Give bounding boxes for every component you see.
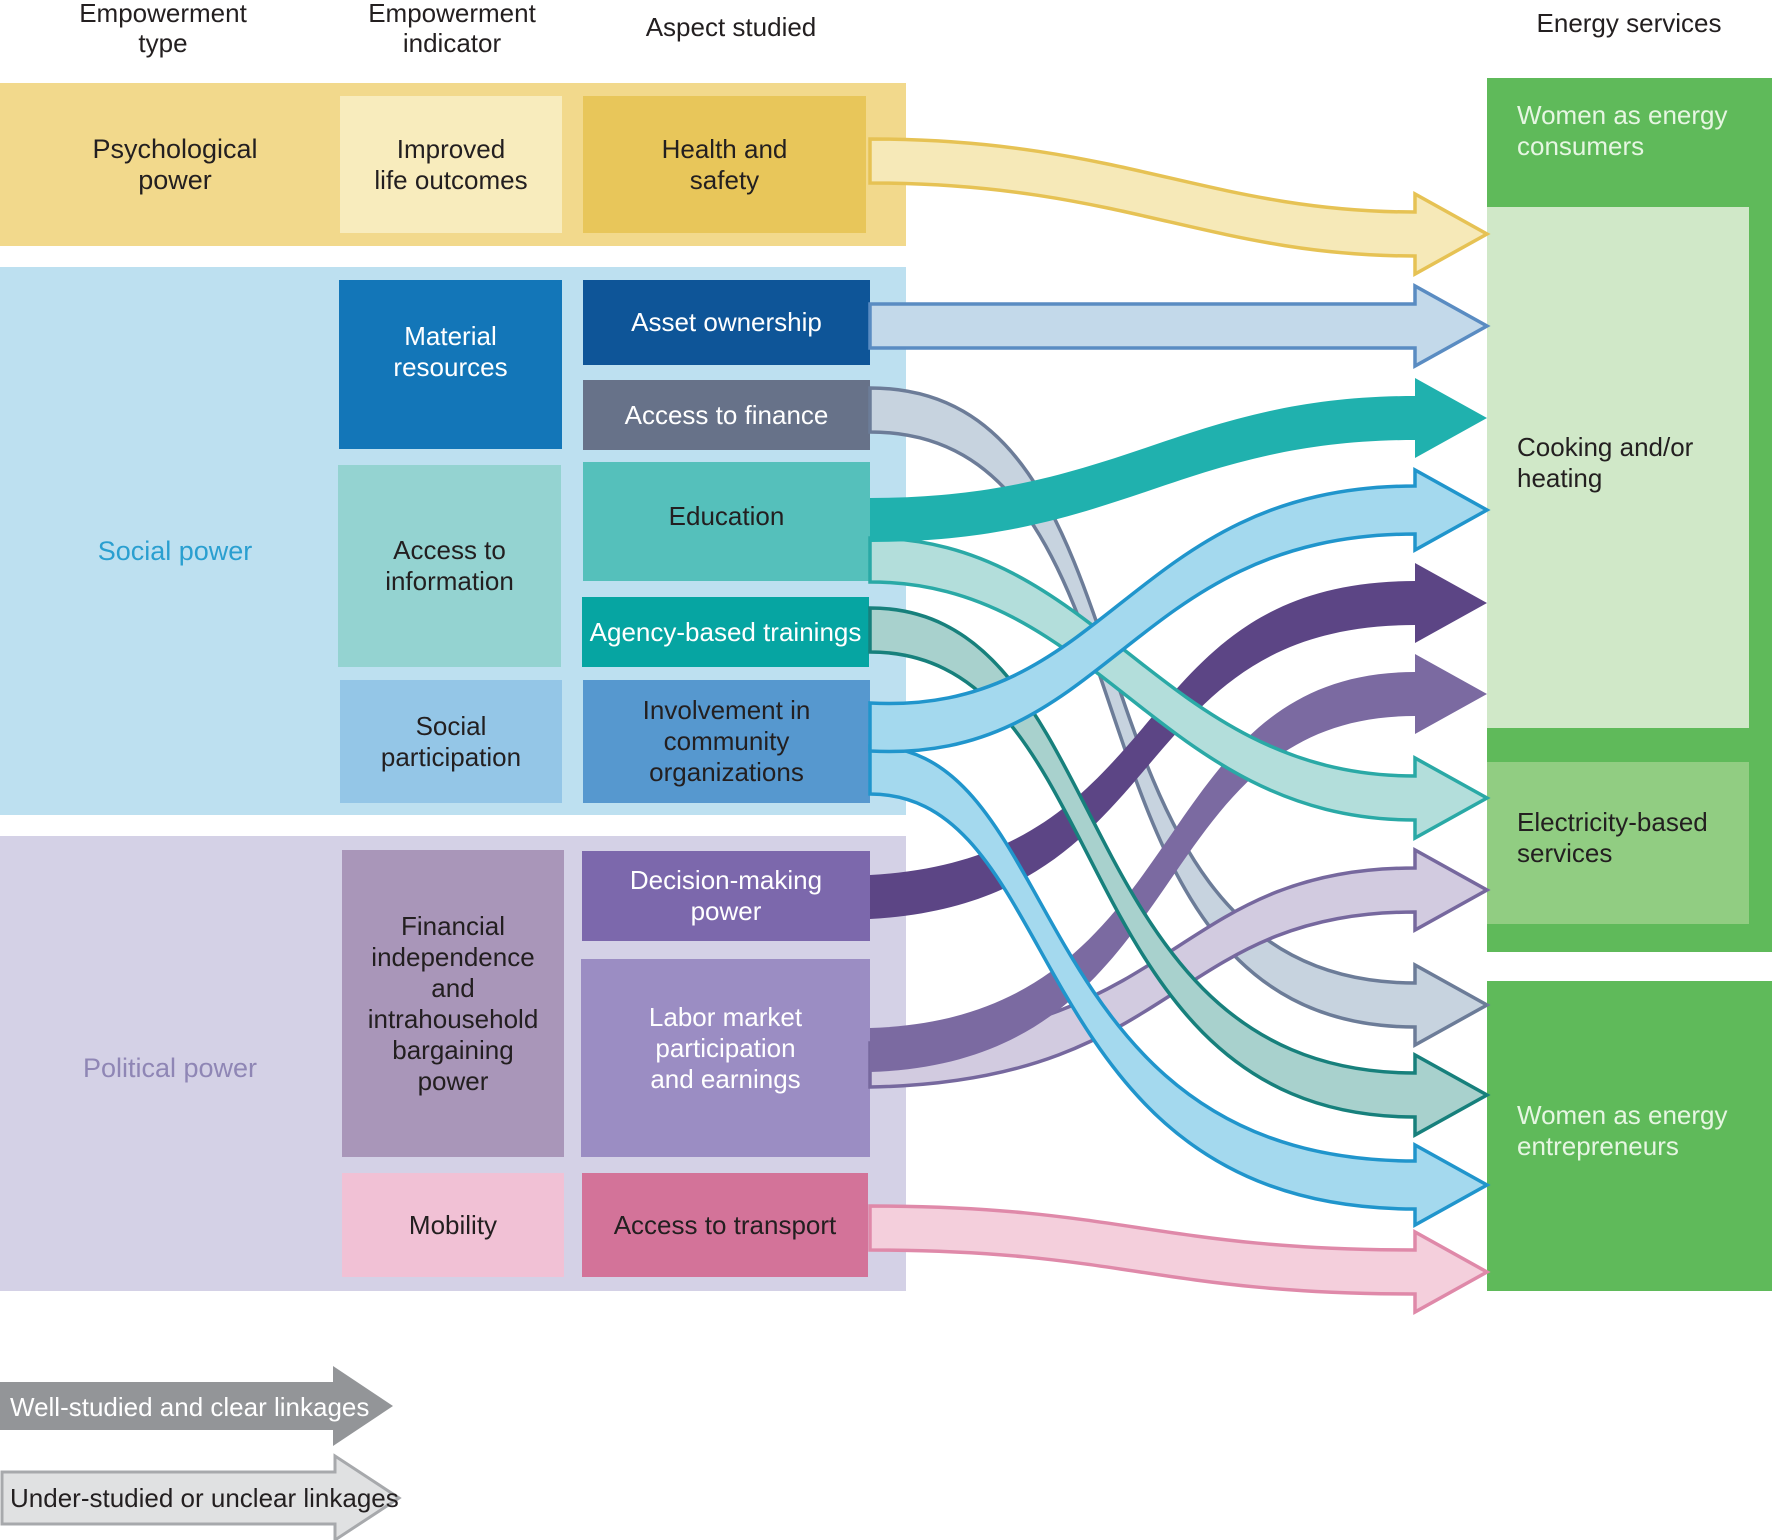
linkage-arrow-agency-trainings-to-entrepreneurs bbox=[868, 606, 1491, 1138]
legend-well-studied-arrow bbox=[0, 1366, 393, 1446]
linkage-arrow-asset-ownership-to-cooking bbox=[868, 283, 1491, 369]
indicator-access-to-information: Access to information bbox=[338, 465, 561, 667]
service-women-as-entrepreneurs bbox=[1487, 981, 1772, 1291]
header-aspect-studied: Aspect studied bbox=[645, 12, 817, 42]
legend-under-studied-label: Under-studied or unclear linkages bbox=[10, 1483, 399, 1513]
linkage-arrow-decision-making-to-cooking bbox=[870, 563, 1487, 919]
aspect-health-and-safety: Health and safety bbox=[583, 96, 866, 233]
aspect-access-to-transport: Access to transport bbox=[582, 1173, 868, 1277]
legend bbox=[0, 1366, 402, 1540]
aspect-labor-market-participation: Labor market participation and earnings bbox=[581, 959, 870, 1157]
aspect-education: Education bbox=[583, 462, 870, 581]
header-empowerment-indicator: Empowerment indicator bbox=[368, 0, 536, 58]
label-cooking-heating: Cooking and/or heating bbox=[1517, 432, 1694, 493]
linkage-arrow-education-to-cooking bbox=[870, 378, 1487, 542]
linkage-arrow-community-orgs-to-entrepreneurs bbox=[868, 744, 1491, 1228]
type-label-psychological-power: Psychological power bbox=[92, 133, 258, 195]
type-label-social-power: Social power bbox=[97, 535, 253, 566]
linkage-arrow-access-finance-to-entrepreneurs bbox=[868, 386, 1491, 1048]
type-label-political-power: Political power bbox=[82, 1053, 258, 1083]
indicator-financial-independence: Financial independence and intrahousehol… bbox=[342, 850, 564, 1157]
aspect-decision-making-power: Decision-making power bbox=[582, 851, 870, 941]
aspect-agency-based-trainings: Agency-based trainings bbox=[582, 597, 869, 667]
indicator-improved-life-outcomes: Improved life outcomes bbox=[340, 96, 562, 233]
legend-under-studied-arrow bbox=[0, 1453, 402, 1540]
linkage-arrow-community-orgs-to-cooking bbox=[868, 467, 1491, 754]
aspect-asset-ownership: Asset ownership bbox=[583, 280, 870, 365]
legend-well-studied-label: Well-studied and clear linkages bbox=[10, 1392, 370, 1422]
label-electricity-based: Electricity-based services bbox=[1517, 807, 1708, 868]
linkage-arrow-health-safety-to-cooking bbox=[868, 137, 1491, 277]
indicator-material-resources: Material resources bbox=[339, 280, 562, 449]
indicator-social-participation: Social participation bbox=[340, 680, 562, 803]
linkage-arrow-access-transport-to-entrepreneurs bbox=[868, 1204, 1491, 1315]
linkage-arrow-education-to-electricity bbox=[868, 536, 1491, 841]
indicator-mobility: Mobility bbox=[342, 1173, 564, 1277]
label-women-as-consumers: Women as energy consumers bbox=[1517, 100, 1728, 161]
service-cooking-heating bbox=[1487, 207, 1749, 728]
header-energy-services: Energy services bbox=[1536, 8, 1722, 38]
header-empowerment-type: Empowerment type bbox=[79, 0, 247, 58]
aspect-access-to-finance: Access to finance bbox=[583, 380, 870, 450]
aspect-community-organizations: Involvement in community organizations bbox=[583, 680, 870, 803]
linkage-arrow-labor-market-to-cooking bbox=[870, 654, 1487, 1072]
service-electricity-based bbox=[1487, 762, 1749, 924]
label-women-as-entrepreneurs: Women as energy entrepreneurs bbox=[1517, 1100, 1728, 1161]
